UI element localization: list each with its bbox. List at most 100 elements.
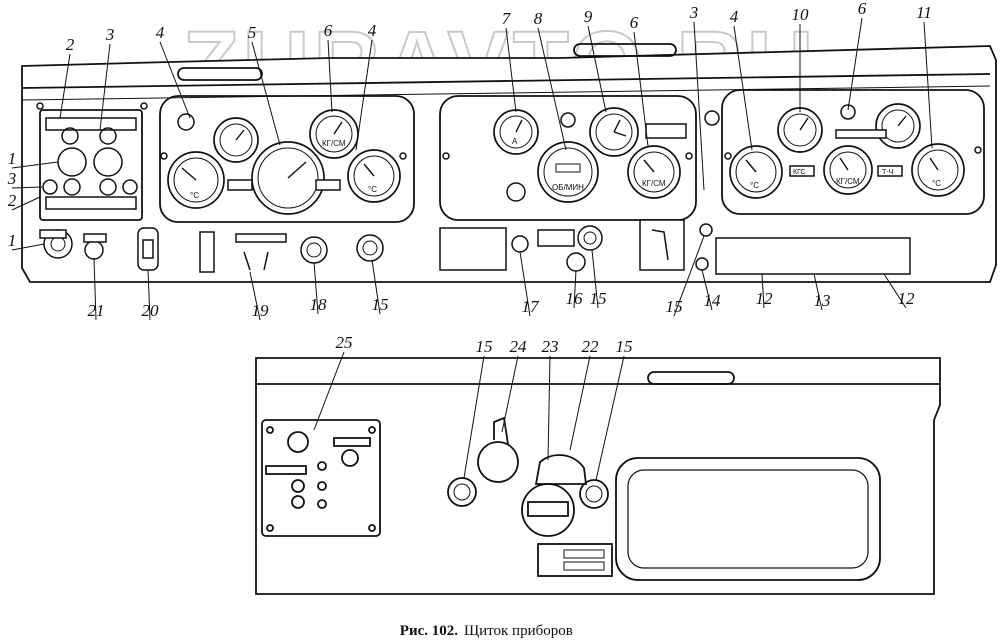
callout-upper-leader-2 xyxy=(159,41,191,119)
callout-upper-leader-11 xyxy=(733,25,753,151)
callout-upper-leader-17 xyxy=(11,196,41,211)
callout-upper-1: 3 xyxy=(105,25,115,44)
callout-upper-2: 4 xyxy=(156,23,165,42)
gauge-unit-temp-right: °C xyxy=(750,181,759,190)
callout-upper-16: 3 xyxy=(7,169,17,188)
caption-title: Щиток приборов xyxy=(464,623,573,639)
gauge-group-upper xyxy=(167,103,965,215)
callout-upper-20: 20 xyxy=(142,301,160,320)
callout-upper-12: 10 xyxy=(792,5,810,24)
callout-upper-9: 6 xyxy=(630,13,639,32)
caption-figure: Рис. 102. xyxy=(400,623,458,639)
callout-upper-leader-20 xyxy=(147,269,151,321)
callout-lower-5: 15 xyxy=(616,337,633,356)
callout-upper-leader-6 xyxy=(505,27,517,113)
gauge-unit-oil-press-left: КГ/СМ xyxy=(322,139,346,148)
gauge-unit-oil-press-center: КГ/СМ xyxy=(642,179,666,188)
callout-upper-leader-30 xyxy=(813,273,823,311)
oil-pressure-gauge-center xyxy=(627,145,681,199)
callout-upper-11: 4 xyxy=(730,7,739,26)
upper-controls: КГС Т-Ч xyxy=(36,102,982,275)
callout-upper-22: 18 xyxy=(310,295,328,314)
gauge-unit-ammeter: A xyxy=(512,137,518,146)
clock xyxy=(589,107,639,157)
water-temp-gauge-center-left xyxy=(347,149,401,203)
water-temp-gauge-right xyxy=(729,145,783,199)
gauge-unit-labels: °C КГ/СМ °C A ОБ/МИН КГ/СМ °C КГ/СМ °C xyxy=(190,137,941,200)
callout-upper-leader-26 xyxy=(591,249,599,309)
callout-lower-0: 25 xyxy=(336,333,353,352)
callout-upper-leader-24 xyxy=(519,251,531,317)
callout-upper-leader-21 xyxy=(249,271,261,321)
callout-upper-6: 7 xyxy=(502,9,512,28)
callout-upper-leader-16 xyxy=(11,186,43,189)
gauge-unit-temp-far-right: °C xyxy=(932,179,941,188)
air-pressure-gauge xyxy=(875,103,921,149)
callout-upper-3: 5 xyxy=(248,23,257,42)
callout-upper-leader-19 xyxy=(93,257,97,321)
upper-panel xyxy=(21,43,997,283)
callout-lower-leader-0 xyxy=(313,351,345,431)
callout-upper-leader-18 xyxy=(11,243,45,251)
callout-upper-10: 3 xyxy=(689,3,699,22)
callout-upper-leader-9 xyxy=(633,31,649,147)
callout-lower-4: 22 xyxy=(582,337,600,356)
callout-upper-17: 2 xyxy=(8,191,17,210)
callout-upper-leader-27 xyxy=(673,235,705,317)
callout-upper-15: 1 xyxy=(8,149,17,168)
callout-upper-4: 6 xyxy=(324,21,333,40)
callout-upper-8: 9 xyxy=(584,7,593,26)
lower-panel xyxy=(255,357,941,595)
callout-upper-14: 11 xyxy=(916,3,932,22)
callout-upper-leader-22 xyxy=(313,261,319,315)
callout-upper-leader-7 xyxy=(537,27,567,151)
callout-upper-leader-31 xyxy=(883,273,907,309)
ammeter xyxy=(493,109,539,155)
gauge-unit-tacho: ОБ/МИН xyxy=(552,183,584,192)
callout-upper-30: 13 xyxy=(814,291,831,310)
callout-upper-leader-23 xyxy=(371,259,381,315)
callout-upper-leader-29 xyxy=(761,273,765,309)
callout-upper-5: 4 xyxy=(368,21,377,40)
callout-upper-26: 15 xyxy=(590,289,607,308)
callout-lower-leader-5 xyxy=(595,355,625,481)
callout-upper-28: 14 xyxy=(704,291,722,310)
gauge-unit-temp-left: °C xyxy=(190,191,199,200)
callout-upper-leader-3 xyxy=(251,41,281,146)
callout-lower-leader-2 xyxy=(501,355,519,433)
callout-upper-leader-28 xyxy=(701,269,713,311)
callout-upper-leader-10 xyxy=(693,21,705,191)
oil-temp-gauge-right xyxy=(911,143,965,197)
callout-upper-18: 1 xyxy=(8,231,17,250)
callout-upper-21: 19 xyxy=(252,301,270,320)
gauge-unit-oil-press-right: КГ/СМ xyxy=(836,177,860,186)
fuel-gauge xyxy=(777,107,823,153)
caption: Рис. 102. Щиток приборов xyxy=(400,623,573,639)
callout-upper-24: 17 xyxy=(522,297,541,316)
plate-kgs: КГС xyxy=(793,169,806,176)
callout-lower-leader-1 xyxy=(463,355,485,479)
callout-upper-29: 12 xyxy=(756,289,774,308)
callout-upper-7: 8 xyxy=(534,9,543,28)
water-temp-gauge-left xyxy=(167,151,225,209)
oil-temp-gauge-top xyxy=(213,117,259,163)
callout-upper-leader-14 xyxy=(923,21,933,149)
oil-pressure-gauge-right xyxy=(823,145,873,195)
callout-upper-leader-15 xyxy=(11,161,59,169)
callout-upper-0: 2 xyxy=(66,35,75,54)
callout-lower-leader-3 xyxy=(547,355,551,461)
callout-upper-leader-4 xyxy=(327,39,333,113)
callout-lower-3: 23 xyxy=(542,337,559,356)
callout-upper-31: 12 xyxy=(898,289,916,308)
tachometer xyxy=(537,141,599,203)
left-subpanel-contents xyxy=(42,117,138,210)
callout-upper-13: 6 xyxy=(858,0,867,18)
callout-lower-leader-4 xyxy=(569,355,591,451)
speedometer xyxy=(251,141,325,215)
callout-upper-leader-5 xyxy=(355,39,373,151)
callout-upper-23: 15 xyxy=(372,295,389,314)
callout-upper-leader-1 xyxy=(99,43,111,131)
callout-upper-27: 15 xyxy=(666,297,683,316)
